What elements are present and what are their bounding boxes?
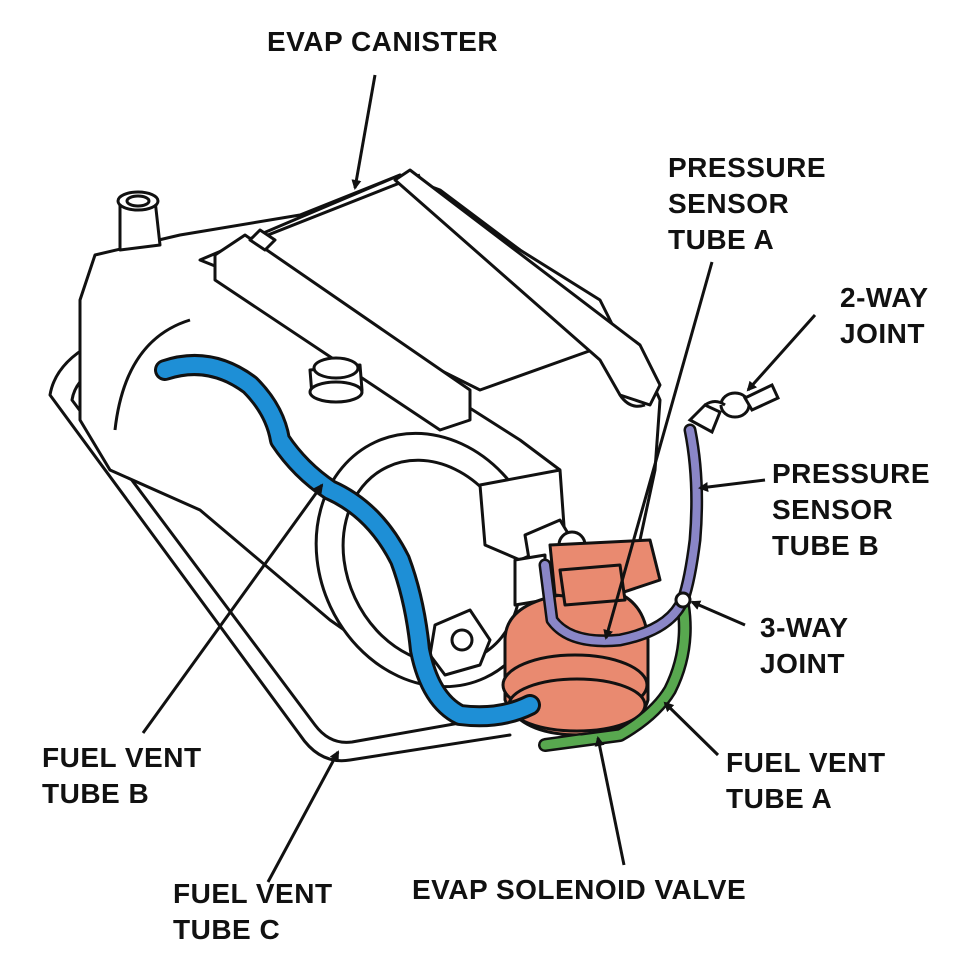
label-line: TUBE B xyxy=(42,778,150,809)
label-line: JOINT xyxy=(840,318,925,349)
label-line: FUEL VENT xyxy=(42,742,202,773)
label-fuel-vent-tube-c: FUEL VENT TUBE C xyxy=(173,876,333,948)
label-line: 2-WAY xyxy=(840,282,929,313)
label-line: FUEL VENT xyxy=(173,878,333,909)
label-evap-solenoid-valve: EVAP SOLENOID VALVE xyxy=(412,872,746,908)
label-fuel-vent-tube-b: FUEL VENT TUBE B xyxy=(42,740,202,812)
label-line: PRESSURE xyxy=(772,458,931,489)
label-line: PRESSURE xyxy=(668,152,827,183)
arrow-pressure-sensor-tube-a xyxy=(603,261,714,640)
label-line: JOINT xyxy=(760,648,845,679)
label-evap-canister: EVAP CANISTER xyxy=(267,24,498,60)
three-way-joint xyxy=(674,591,692,609)
leader-arrows xyxy=(141,74,817,883)
arrow-fuel-vent-tube-a xyxy=(663,701,720,757)
label-two-way-joint: 2-WAY JOINT xyxy=(840,280,929,352)
arrow-evap-solenoid-valve xyxy=(594,736,626,866)
label-line: TUBE A xyxy=(668,224,775,255)
arrow-three-way-joint xyxy=(690,600,746,627)
label-line: TUBE B xyxy=(772,530,880,561)
arrow-pressure-sensor-tube-b xyxy=(698,478,766,492)
label-line: EVAP CANISTER xyxy=(267,26,499,57)
label-fuel-vent-tube-a: FUEL VENT TUBE A xyxy=(726,745,886,817)
label-line: TUBE C xyxy=(173,914,281,945)
evap-canister-body xyxy=(78,168,662,689)
label-three-way-joint: 3-WAY JOINT xyxy=(760,610,849,682)
label-line: EVAP SOLENOID VALVE xyxy=(412,874,747,905)
label-line: SENSOR xyxy=(668,188,790,219)
label-line: TUBE A xyxy=(726,783,833,814)
label-line: 3-WAY xyxy=(760,612,849,643)
label-line: SENSOR xyxy=(772,494,894,525)
label-pressure-sensor-tube-a: PRESSURE SENSOR TUBE A xyxy=(668,150,826,258)
arrow-fuel-vent-tube-c xyxy=(266,750,340,883)
arrow-fuel-vent-tube-b xyxy=(141,483,324,734)
label-line: FUEL VENT xyxy=(726,747,886,778)
arrow-evap-canister xyxy=(351,74,377,190)
label-pressure-sensor-tube-b: PRESSURE SENSOR TUBE B xyxy=(772,456,930,564)
arrow-two-way-joint xyxy=(746,314,817,392)
two-way-joint xyxy=(687,382,780,435)
